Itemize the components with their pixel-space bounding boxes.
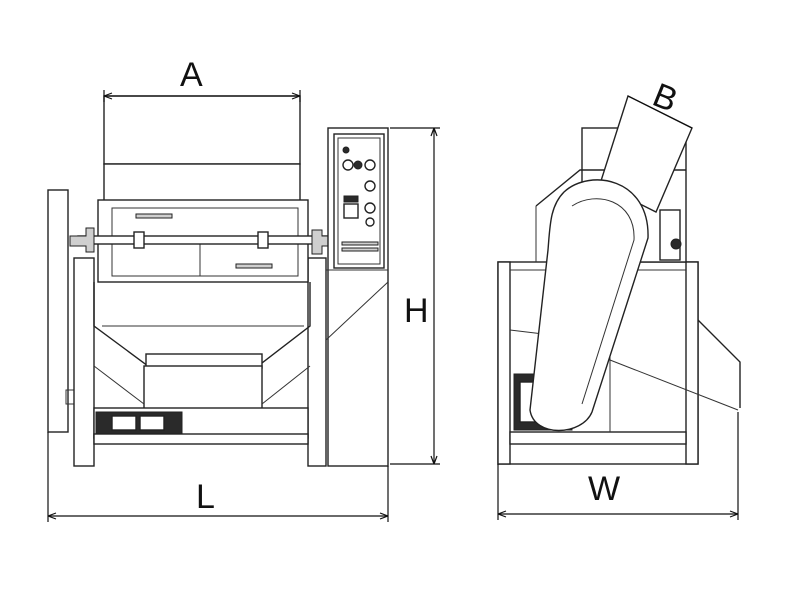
indicator-light: [342, 146, 350, 154]
label-plate-2: [341, 247, 379, 252]
knob-6: [365, 217, 375, 227]
left-leg: [73, 257, 95, 467]
door-handle-top: [135, 213, 173, 219]
left-bearing: [69, 227, 95, 253]
door-handle-bottom: [235, 263, 273, 269]
shaft: [77, 235, 331, 245]
control-panel: [333, 133, 385, 269]
dim-H-label: H: [404, 292, 429, 330]
hopper-top: [103, 95, 301, 165]
front-view: [47, 95, 389, 467]
side-drum: [529, 179, 649, 432]
knob-2: [353, 160, 363, 170]
side-base-rail: [509, 431, 687, 445]
knob-1: [342, 159, 354, 171]
dim-A-label: A: [180, 56, 203, 94]
side-bearing: [659, 209, 681, 261]
hopper-body: [103, 163, 301, 203]
display: [343, 195, 359, 203]
dim-B-label: B: [648, 76, 683, 120]
label-plate-1: [341, 241, 379, 246]
switch: [343, 203, 359, 219]
knob-4: [364, 180, 376, 192]
knob-5: [364, 202, 376, 214]
knob-3: [364, 159, 376, 171]
right-leg: [307, 257, 327, 467]
dim-L-label: L: [196, 478, 215, 516]
left-end-plate: [47, 189, 69, 433]
discharge-tray: [143, 365, 263, 411]
motor: [95, 411, 183, 435]
dimension-lines: A B H L W: [47, 56, 739, 522]
side-view: [497, 95, 741, 465]
dim-W-label: W: [588, 470, 620, 508]
dim-B-line: [627, 95, 693, 129]
